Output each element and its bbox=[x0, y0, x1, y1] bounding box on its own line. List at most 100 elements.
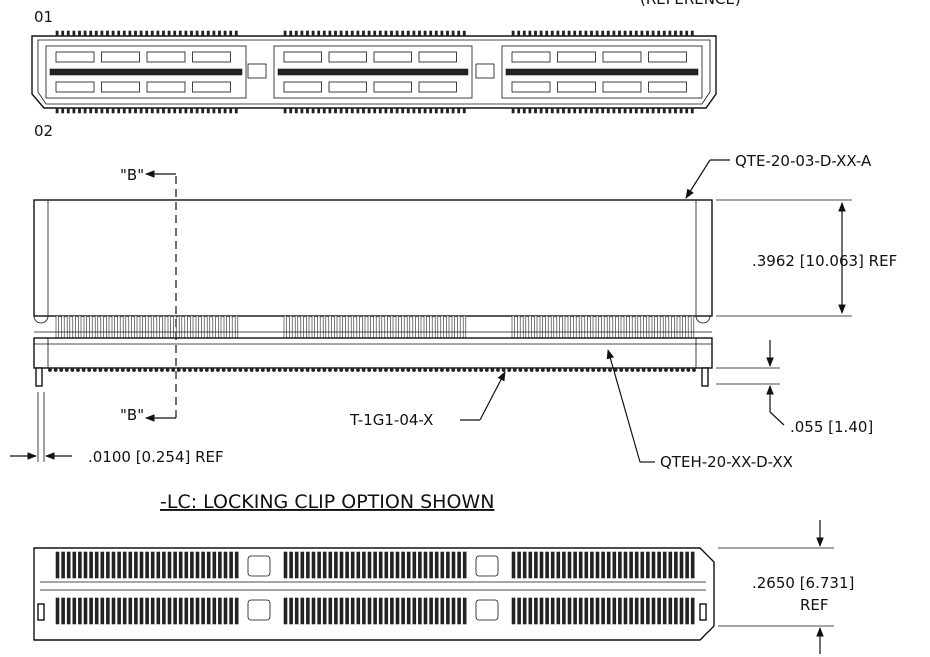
bottom-pin bbox=[55, 551, 60, 579]
bottom-pin bbox=[300, 597, 305, 625]
pin bbox=[618, 30, 621, 37]
contact-slot bbox=[283, 51, 322, 63]
pin bbox=[401, 30, 405, 37]
pin bbox=[111, 107, 115, 114]
solder-ball bbox=[647, 368, 652, 372]
bottom-pin bbox=[434, 551, 439, 579]
pin bbox=[390, 107, 393, 114]
pin bbox=[94, 107, 98, 114]
bottom-pin bbox=[556, 551, 561, 579]
solder-ball bbox=[165, 368, 170, 372]
solder-ball bbox=[417, 368, 422, 372]
solder-ball bbox=[686, 368, 691, 372]
pin bbox=[201, 30, 205, 37]
pin bbox=[234, 107, 238, 114]
bottom-pin bbox=[128, 551, 133, 579]
solder-ball bbox=[412, 368, 416, 372]
side-pin bbox=[201, 315, 205, 339]
bottom-pin bbox=[173, 597, 177, 625]
solder-ball bbox=[98, 368, 103, 372]
bottom-pin bbox=[294, 597, 299, 625]
bottom-pin bbox=[601, 597, 605, 625]
pin bbox=[584, 30, 588, 37]
solder-ball bbox=[210, 368, 215, 372]
bottom-pin bbox=[223, 597, 228, 625]
pin bbox=[178, 107, 182, 114]
solder-ball bbox=[456, 368, 461, 372]
solder-ball bbox=[300, 368, 304, 372]
bottom-pin bbox=[528, 597, 533, 625]
pin bbox=[528, 107, 532, 114]
bottom-pin bbox=[229, 551, 233, 579]
bottom-pin bbox=[306, 551, 310, 579]
pin bbox=[212, 30, 216, 37]
side-pin bbox=[306, 315, 310, 339]
pin bbox=[412, 30, 416, 37]
bottom-pin bbox=[322, 551, 327, 579]
side-pin bbox=[156, 315, 160, 339]
pin bbox=[306, 107, 309, 114]
bottom-pin bbox=[595, 597, 600, 625]
bottom-pin bbox=[334, 551, 338, 579]
pin bbox=[674, 30, 677, 37]
pin bbox=[685, 30, 689, 37]
solder-ball bbox=[501, 368, 506, 372]
solder-ball bbox=[53, 368, 58, 372]
solder-ball bbox=[507, 368, 512, 372]
solder-ball bbox=[154, 368, 159, 372]
bottom-pin bbox=[283, 551, 288, 579]
pin bbox=[373, 107, 377, 114]
pin bbox=[578, 30, 582, 37]
solder-ball bbox=[591, 368, 596, 372]
side-pin bbox=[539, 315, 543, 339]
bottom-pin bbox=[539, 597, 544, 625]
bottom-pin bbox=[300, 551, 305, 579]
pin bbox=[384, 107, 388, 114]
pin bbox=[156, 30, 160, 37]
solder-ball bbox=[87, 368, 92, 372]
pin bbox=[657, 107, 661, 114]
solder-ball bbox=[249, 368, 254, 372]
solder-ball bbox=[328, 368, 332, 372]
bottom-pin bbox=[629, 551, 633, 579]
pin bbox=[590, 107, 593, 114]
bottom-pin bbox=[122, 551, 127, 579]
pin bbox=[406, 107, 410, 114]
side-pin bbox=[167, 315, 171, 339]
pin bbox=[106, 30, 109, 37]
contact-slot bbox=[511, 81, 551, 93]
side-pin bbox=[640, 315, 644, 339]
bottom-pin bbox=[178, 597, 183, 625]
contact-slot bbox=[328, 81, 367, 93]
side-pin bbox=[595, 315, 599, 339]
pin bbox=[184, 107, 188, 114]
pin bbox=[55, 107, 59, 114]
bottom-pin bbox=[317, 597, 321, 625]
pin bbox=[322, 30, 326, 37]
contact-slot bbox=[557, 51, 596, 63]
side-pin bbox=[584, 315, 588, 339]
bottom-pin bbox=[218, 551, 222, 579]
bottom-pin bbox=[83, 597, 88, 625]
side-pin bbox=[662, 315, 667, 339]
pin bbox=[72, 107, 76, 114]
bottom-pin bbox=[206, 551, 211, 579]
bottom-pin bbox=[517, 551, 521, 579]
bottom-pin bbox=[139, 597, 144, 625]
bottom-pin bbox=[89, 551, 93, 579]
side-pin bbox=[223, 315, 227, 339]
side-pin bbox=[61, 315, 65, 339]
pin bbox=[657, 30, 661, 37]
pin bbox=[651, 107, 655, 114]
pin bbox=[612, 107, 616, 114]
bottom-pin bbox=[685, 551, 689, 579]
pin bbox=[534, 30, 537, 37]
side-pin bbox=[462, 315, 467, 339]
bottom-pin bbox=[94, 551, 99, 579]
pin bbox=[590, 30, 593, 37]
pin bbox=[562, 30, 565, 37]
solder-ball bbox=[193, 368, 198, 372]
side-pin bbox=[72, 315, 76, 339]
solder-ball bbox=[434, 368, 439, 372]
side-pin bbox=[373, 315, 377, 339]
